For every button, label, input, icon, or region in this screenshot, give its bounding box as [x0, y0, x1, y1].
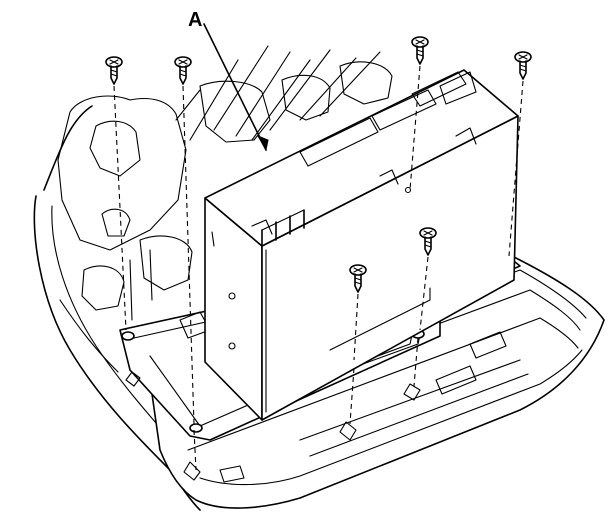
screw-icon	[174, 56, 192, 85]
screw-icon	[349, 264, 367, 293]
screws	[105, 36, 532, 293]
audio-unit	[204, 69, 519, 421]
audio-unit-top	[204, 69, 519, 247]
alignment-lines	[113, 65, 524, 471]
callout-a-leader	[203, 23, 267, 151]
callout-a-arrowhead	[256, 135, 269, 152]
callout-a-label: A	[188, 9, 202, 31]
screw-icon	[514, 51, 532, 80]
mount-hole	[121, 331, 135, 341]
screw-icon	[419, 227, 437, 256]
dashboard-structure	[33, 45, 393, 511]
console-panel	[149, 254, 605, 509]
callout-a: A	[188, 9, 269, 152]
screw-icon	[105, 56, 123, 85]
mount-hole	[189, 423, 203, 433]
screw-icon	[411, 36, 429, 65]
